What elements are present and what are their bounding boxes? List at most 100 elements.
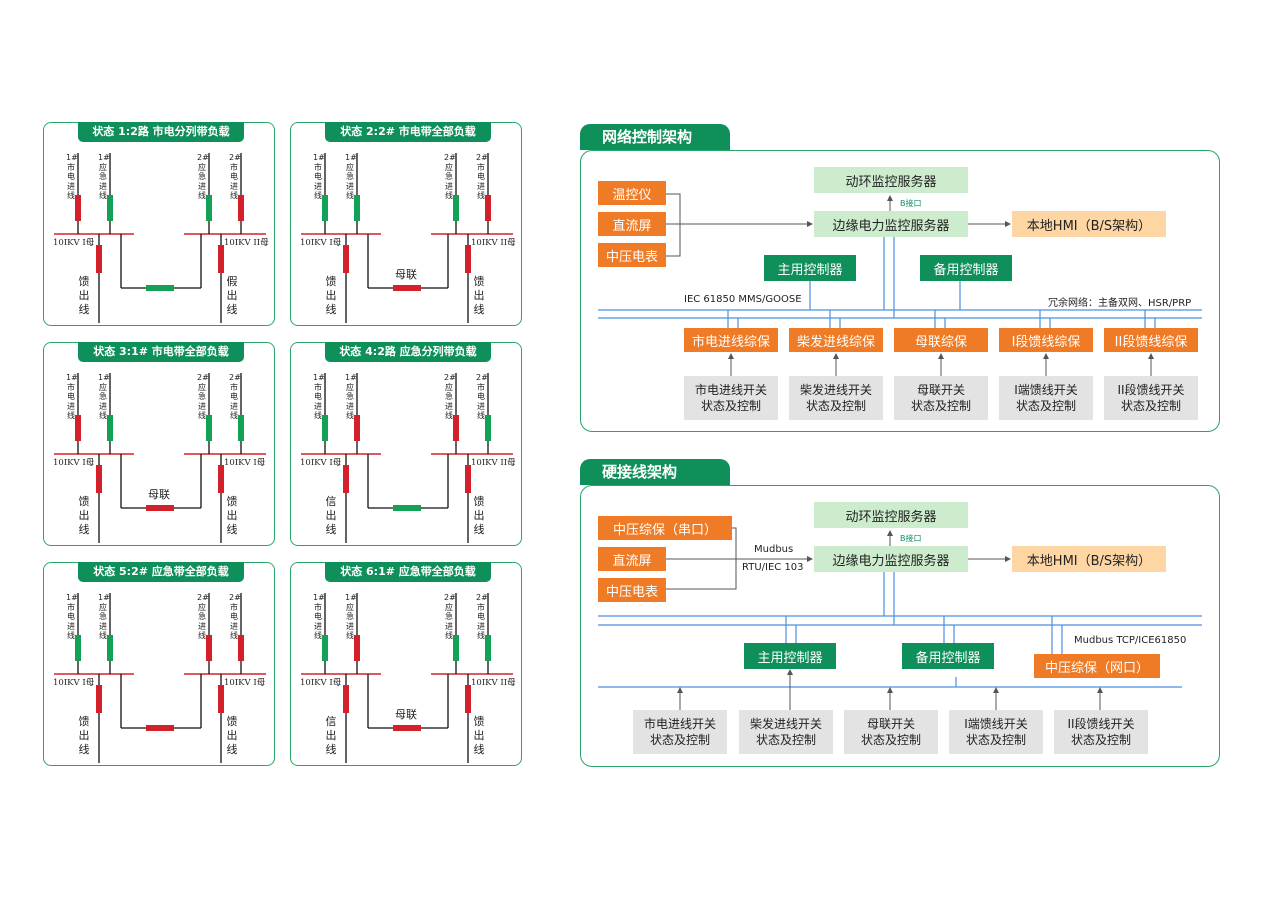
feeder-label-left: 馈出线 (78, 715, 90, 756)
incomer-breaker (453, 415, 459, 441)
bus-right-label: 10IKV II母 (471, 238, 516, 248)
incomer-label: 2#应急进线 (197, 593, 209, 640)
incomer-label: 1#应急进线 (98, 593, 110, 640)
bus-left-label: 10IKV I母 (53, 678, 95, 688)
bus-right-label: 10IKV II母 (224, 238, 269, 248)
bus-right-label: 10IKV II母 (471, 458, 516, 468)
incomer-label: 1#市电进线 (313, 373, 325, 420)
bus-right-label: 10IKV I母 (224, 458, 266, 468)
state-bus-coupler: 母联开关状态及控制 (894, 376, 988, 420)
incomer-label: 2#市电进线 (229, 153, 241, 200)
incomer-breaker (322, 195, 328, 221)
hw-input-mv-prot-serial: 中压综保（串口） (598, 516, 732, 540)
incomer-label: 1#应急进线 (345, 373, 357, 420)
incomer-label: 1#市电进线 (313, 593, 325, 640)
feeder-breaker-left (343, 465, 349, 493)
incomer-breaker (238, 195, 244, 221)
state-diesel-incomer: 柴发进线开关状态及控制 (789, 376, 883, 420)
single-line-diagram (301, 153, 513, 323)
feeder-label-right: 馈出线 (473, 495, 485, 536)
state-feeder-1: I端馈线开关状态及控制 (999, 376, 1093, 420)
feeder-breaker-right (218, 465, 224, 493)
b-port-label: B接口 (900, 199, 922, 208)
incomer-breaker (453, 195, 459, 221)
feeder-breaker-right (218, 245, 224, 273)
bus-coupler-label: 母联 (148, 488, 170, 501)
incomer-breaker (238, 415, 244, 441)
incomer-breaker (354, 195, 360, 221)
bus-coupler-breaker (393, 285, 421, 291)
incomer-label: 1#应急进线 (345, 153, 357, 200)
feeder-breaker-left (96, 245, 102, 273)
feeder-breaker-left (96, 685, 102, 713)
feeder-label-left: 馈出线 (78, 495, 90, 536)
input-dc-panel: 直流屏 (598, 212, 666, 236)
incomer-label: 2#应急进线 (444, 373, 456, 420)
hw-input-mv-meter: 中压电表 (598, 578, 666, 602)
feeder-breaker-right (218, 685, 224, 713)
incomer-breaker (107, 195, 113, 221)
incomer-breaker (322, 415, 328, 441)
single-line-diagram (301, 373, 513, 543)
hw-b-port-label: B接口 (900, 534, 922, 543)
incomer-label: 1#应急进线 (98, 153, 110, 200)
incomer-breaker (354, 635, 360, 661)
bus-left-label: 10IKV I母 (300, 678, 342, 688)
input-thermostat: 温控仪 (598, 181, 666, 205)
hw-mv-prot-network: 中压综保（网口） (1034, 654, 1160, 678)
prot-diesel-incomer: 柴发进线综保 (789, 328, 883, 352)
hw-state-feeder-2: II段馈线开关状态及控制 (1054, 710, 1148, 754)
bus-left-label: 10IKV I母 (300, 238, 342, 248)
prot-feeder-2: II段馈线综保 (1104, 328, 1198, 352)
incomer-label: 2#市电进线 (476, 153, 488, 200)
main-controller: 主用控制器 (764, 255, 856, 281)
bus-right-label: 10IKV II母 (471, 678, 516, 688)
incomer-breaker (485, 415, 491, 441)
feeder-label-left: 信出线 (325, 495, 337, 536)
local-hmi: 本地HMI（B/S架构） (1012, 211, 1166, 237)
bus-coupler-label: 母联 (395, 708, 417, 721)
state-title: 状态 1:2路 市电分列带负载 (78, 122, 244, 142)
incomer-label: 2#应急进线 (444, 153, 456, 200)
single-line-diagram (54, 593, 266, 763)
backup-controller: 备用控制器 (920, 255, 1012, 281)
incomer-label: 2#应急进线 (444, 593, 456, 640)
incomer-label: 2#市电进线 (476, 593, 488, 640)
hw-state-feeder-1: I端馈线开关状态及控制 (949, 710, 1043, 754)
state-title: 状态 3:1# 市电带全部负载 (78, 342, 244, 362)
incomer-breaker (107, 415, 113, 441)
bus-coupler-breaker (146, 285, 174, 291)
incomer-label: 1#应急进线 (345, 593, 357, 640)
feeder-breaker-left (343, 245, 349, 273)
incomer-breaker (453, 635, 459, 661)
hw-backup-controller: 备用控制器 (902, 643, 994, 669)
hardwire-frame (580, 485, 1220, 767)
feeder-breaker-right (465, 245, 471, 273)
state-feeder-2: II段馈线开关状态及控制 (1104, 376, 1198, 420)
input-mv-meter: 中压电表 (598, 243, 666, 267)
incomer-label: 2#市电进线 (476, 373, 488, 420)
hw-state-bus-coupler: 母联开关状态及控制 (844, 710, 938, 754)
incomer-label: 2#应急进线 (197, 373, 209, 420)
incomer-breaker (485, 195, 491, 221)
incomer-breaker (75, 415, 81, 441)
incomer-label: 1#应急进线 (98, 373, 110, 420)
feeder-label-left: 馈出线 (78, 275, 90, 316)
bus-left-label: 10IKV I母 (300, 458, 342, 468)
bus-coupler-breaker (146, 505, 174, 511)
feeder-label-left: 馈出线 (325, 275, 337, 316)
incomer-breaker (485, 635, 491, 661)
state-title: 状态 6:1# 应急带全部负载 (325, 562, 491, 582)
env-monitor-server: 动环监控服务器 (814, 167, 968, 193)
feeder-label-left: 信出线 (325, 715, 337, 756)
bus-coupler-breaker (393, 725, 421, 731)
incomer-breaker (238, 635, 244, 661)
incomer-breaker (206, 415, 212, 441)
feeder-label-right: 馈出线 (473, 715, 485, 756)
incomer-breaker (75, 635, 81, 661)
